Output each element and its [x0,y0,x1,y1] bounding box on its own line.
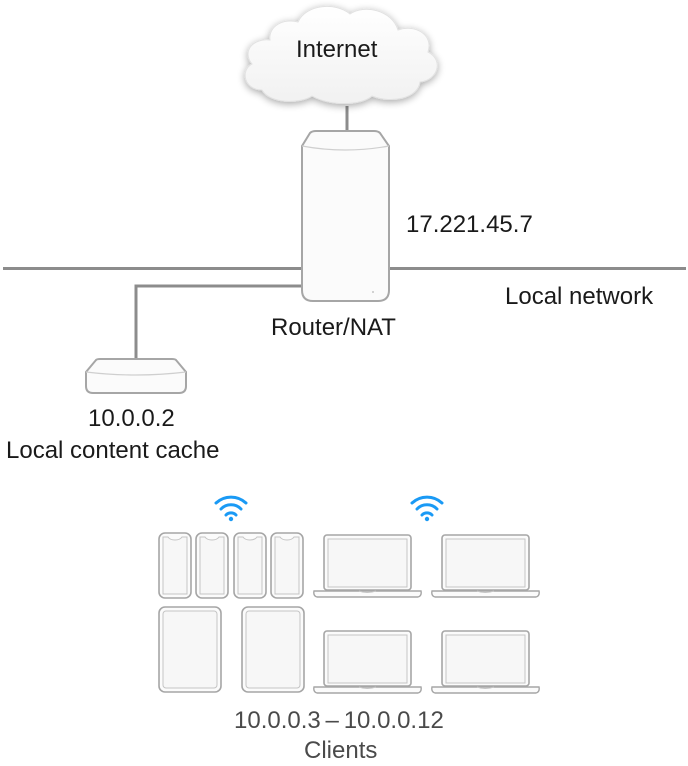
clients-label: Clients [304,737,378,764]
router-label: Router/NAT [271,314,396,341]
cache-link-line [134,284,302,360]
cache-server-icon [85,358,187,394]
tablet-icon [241,606,305,693]
laptop-icon [431,534,540,598]
phone-icon [233,532,267,599]
router-icon [301,130,390,302]
local-network-label: Local network [505,283,654,310]
cache-label: Local content cache [6,437,220,464]
clients-ip-range: 10.0.0.3 – 10.0.0.12 [234,707,444,734]
laptop-icon [313,534,422,598]
tablet-icon [158,606,222,693]
wifi-icon [214,495,248,522]
router-public-ip: 17.221.45.7 [406,211,533,238]
laptop-icon [431,630,540,694]
internet-cloud-icon [244,5,438,104]
phone-icon [158,532,192,599]
phone-icon [270,532,304,599]
internet-label: Internet [296,36,378,63]
laptop-icon [313,630,422,694]
cache-ip: 10.0.0.2 [88,405,175,432]
wifi-icon [410,495,444,522]
phone-icon [195,532,229,599]
